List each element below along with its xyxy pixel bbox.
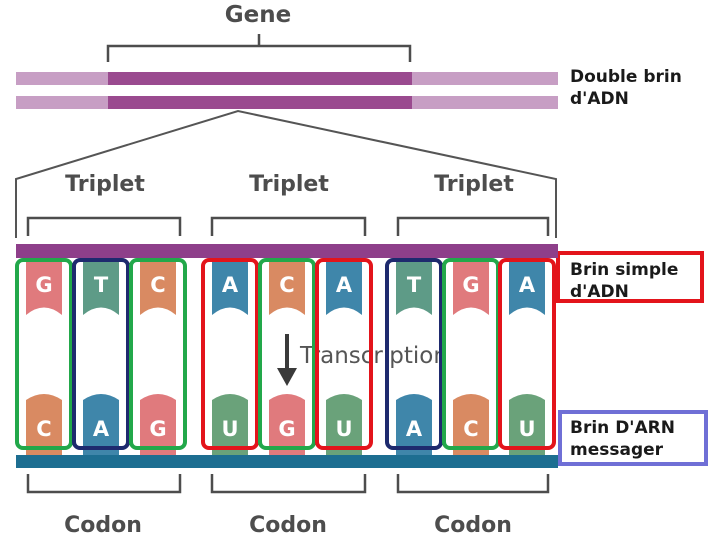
- dna-single-strand: [16, 244, 558, 258]
- rna-nucleotide-7: [396, 394, 432, 455]
- gene-title: Gene: [224, 2, 292, 28]
- dna-base-letter-4: A: [222, 273, 239, 297]
- green-highlight-box-5: [258, 258, 316, 450]
- dna-nucleotide-9: [509, 258, 545, 315]
- single-strand-dna-label: Brin simple d'ADN: [556, 251, 704, 303]
- rna-nucleotide-2: [83, 394, 119, 455]
- triplet-bracket-2: [210, 216, 367, 236]
- rna-nucleotide-8: [453, 394, 489, 455]
- dna-nucleotide-1: [26, 258, 62, 315]
- dna-base-letter-2: T: [94, 273, 109, 297]
- dna-nucleotide-8: [453, 258, 489, 315]
- highlight-boxes: [15, 258, 556, 450]
- dna-nucleotide-6: [326, 258, 362, 315]
- rna-nucleotide-1: [26, 394, 62, 455]
- rna-nucleotide-9: [509, 394, 545, 455]
- dna-base-letter-8: G: [462, 273, 479, 297]
- mrna-strand: [16, 455, 558, 468]
- rna-nucleotide-5: [269, 394, 305, 455]
- codon-label-1: Codon: [64, 513, 142, 538]
- rna-base-letter-8: C: [463, 417, 478, 441]
- dna-nucleotide-7: [396, 258, 432, 315]
- triplet-label-2: Triplet: [249, 172, 329, 197]
- triplet-label-3: Triplet: [434, 172, 514, 197]
- codon-bracket-2: [210, 474, 367, 494]
- red-highlight-box-6: [315, 258, 373, 450]
- codon-bracket-3: [396, 474, 550, 494]
- dna-strand-bottom-gene: [108, 96, 412, 109]
- dna-nucleotide-2: [83, 258, 119, 315]
- rna-base-letter-5: G: [278, 417, 295, 441]
- red-highlight-box-9: [498, 258, 556, 450]
- dna-base-letter-3: C: [150, 273, 165, 297]
- dna-nucleotide-3: [140, 258, 176, 315]
- rna-nucleotide-6: [326, 394, 362, 455]
- double-strand-dna: [16, 72, 558, 109]
- triplet-bracket-1: [26, 216, 182, 236]
- rna-base-letter-2: A: [93, 417, 110, 441]
- codon-label-3: Codon: [434, 513, 512, 538]
- rna-base-letter-3: G: [149, 417, 166, 441]
- rna-base-letter-7: A: [406, 417, 423, 441]
- dna-strand-top-gene: [108, 72, 412, 85]
- rna-base-letter-9: U: [518, 417, 535, 441]
- dna-strand-top-right-flank: [412, 72, 558, 85]
- mrna-strand-label-line2: messager: [570, 440, 664, 460]
- navy-highlight-box-2: [72, 258, 130, 450]
- dna-strand-bottom-right-flank: [412, 96, 558, 109]
- dna-nucleotide-4: [212, 258, 248, 315]
- rna-base-letter-6: U: [335, 417, 352, 441]
- rna-base-letter-1: C: [36, 417, 51, 441]
- triplet-label-1: Triplet: [65, 172, 145, 197]
- mrna-strand-label-line1: Brin D'ARN: [570, 418, 675, 438]
- dna-base-letter-1: G: [35, 273, 52, 297]
- double-strand-dna-label-line1: Double brin: [570, 67, 682, 87]
- dna-base-letter-9: A: [519, 273, 536, 297]
- zoom-lines: [15, 109, 557, 238]
- dna-base-letter-5: C: [279, 273, 294, 297]
- dna-base-letter-6: A: [336, 273, 353, 297]
- red-highlight-box-4: [201, 258, 259, 450]
- triplet-bracket-3: [396, 216, 550, 236]
- dna-base-letter-7: T: [407, 273, 422, 297]
- codon-bracket-1: [26, 474, 182, 494]
- mrna-strand-label: Brin D'ARN messager: [558, 410, 708, 466]
- transcription-arrow: [277, 334, 297, 386]
- single-strand-dna-label-line1: Brin simple: [570, 260, 679, 280]
- double-strand-dna-label: Double brin d'ADN: [570, 66, 682, 110]
- green-highlight-box-3: [129, 258, 187, 450]
- rna-nucleotide-3: [140, 394, 176, 455]
- rna-base-letter-4: U: [221, 417, 238, 441]
- navy-highlight-box-7: [385, 258, 443, 450]
- dna-strand-top-left-flank: [16, 72, 108, 85]
- green-highlight-box-1: [15, 258, 73, 450]
- rna-nucleotide-4: [212, 394, 248, 455]
- single-strand-dna-label-line2: d'ADN: [570, 282, 629, 302]
- gene-bracket: [106, 34, 412, 62]
- transcription-label: Transcription: [299, 343, 448, 369]
- codon-label-2: Codon: [249, 513, 327, 538]
- dna-strand-bottom-left-flank: [16, 96, 108, 109]
- double-strand-dna-label-line2: d'ADN: [570, 89, 629, 109]
- dna-nucleotide-5: [269, 258, 305, 315]
